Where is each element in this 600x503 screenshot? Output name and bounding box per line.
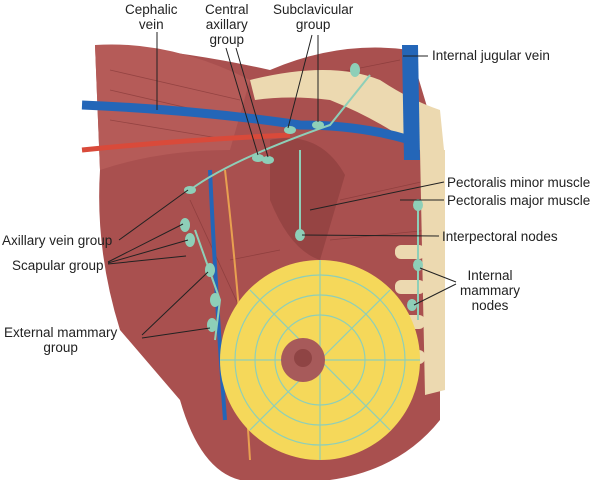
label-subclavicular-group: Subclavicular group [273,2,353,32]
label-cephalic-vein: Cephalic vein [125,2,178,32]
label-line: Central [205,2,249,17]
label-line: Cephalic [125,2,178,17]
label-pectoralis-major-muscle: Pectoralis major muscle [447,193,591,208]
lymph-nodes [180,63,423,332]
label-line: group [209,32,245,47]
label-pectoralis-minor-muscle: Pectoralis minor muscle [447,175,591,190]
label-line: axillary [205,17,248,32]
label-line: Subclavicular [273,2,354,17]
internal-jugular-vein [402,45,420,160]
clavicle [250,70,445,160]
label-central-axillary-group: Central axillary group [205,2,249,47]
label-line: Internal [467,268,513,283]
nipple [294,349,312,367]
axillary-vein [81,100,412,145]
label-line: group [295,17,331,32]
label-internal-mammary-nodes: Internal mammary nodes [460,268,520,313]
label-line: mammary [460,283,520,298]
leader-lines [107,32,457,339]
label-line: External mammary [4,325,118,340]
label-line: vein [138,17,164,32]
label-line: nodes [471,298,509,313]
axillary-artery [81,132,291,153]
label-axillary-vein-group: Axillary vein group [2,233,113,248]
label-internal-jugular-vein: Internal jugular vein [432,48,550,63]
label-scapular-group: Scapular group [12,258,104,273]
label-interpectoral-nodes: Interpectoral nodes [442,229,558,244]
label-external-mammary-group: External mammary group [4,325,117,355]
label-line: group [43,340,78,355]
pectoralis-minor-muscle [270,138,345,260]
